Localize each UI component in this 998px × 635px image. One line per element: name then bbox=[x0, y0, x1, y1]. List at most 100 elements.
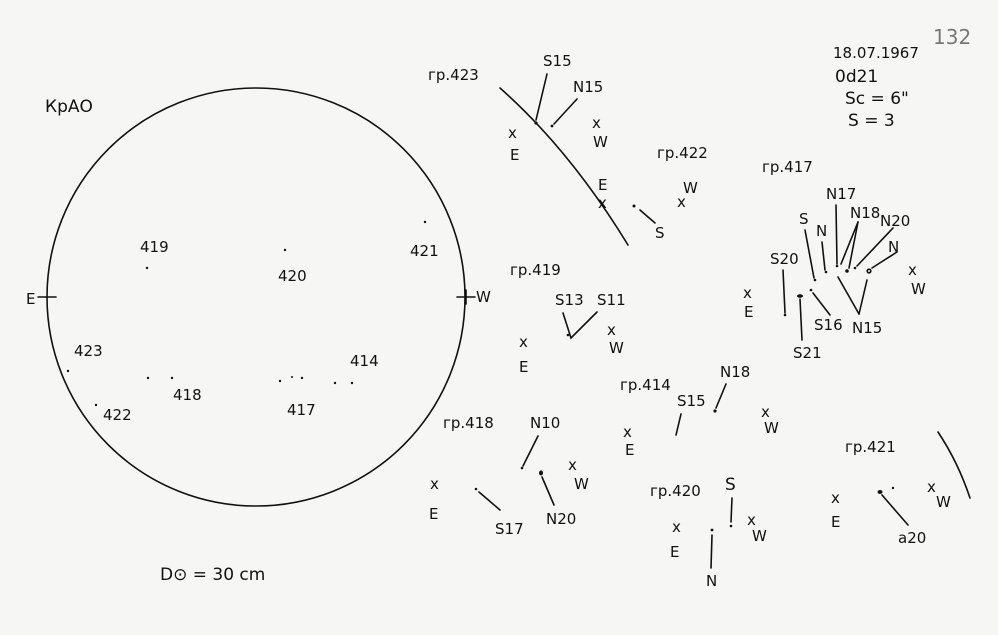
spot-label: S13 bbox=[555, 291, 584, 309]
west-label: W bbox=[609, 339, 624, 357]
group-title: гр.414 bbox=[620, 376, 671, 394]
cross-mark: x bbox=[568, 456, 577, 474]
group-419: гр.419 S13 S11 x E x W bbox=[510, 261, 626, 376]
limb-arc bbox=[499, 87, 629, 246]
pointer-line bbox=[871, 251, 898, 269]
spot-label: N15 bbox=[573, 78, 603, 96]
disk-group-414: 414 bbox=[350, 352, 379, 370]
spot-label: N15 bbox=[852, 319, 882, 337]
west-label: W bbox=[752, 527, 767, 545]
cross-mark: x bbox=[598, 194, 607, 212]
cross-mark: x bbox=[508, 124, 517, 142]
group-title: гр.421 bbox=[845, 438, 896, 456]
spot bbox=[474, 487, 478, 491]
spot bbox=[333, 381, 337, 385]
spot bbox=[835, 264, 839, 268]
disk-group-422: 422 bbox=[103, 406, 132, 424]
pointer-line bbox=[730, 497, 733, 523]
east-label: E bbox=[598, 176, 607, 194]
disk-group-417: 417 bbox=[287, 401, 316, 419]
spot bbox=[845, 269, 849, 273]
group-418: гр.418 N10 N20 S17 x E x W bbox=[429, 414, 589, 538]
spot-label: S21 bbox=[793, 344, 822, 362]
time-label: 0d21 bbox=[835, 67, 878, 87]
spot bbox=[66, 369, 70, 373]
spot bbox=[145, 266, 149, 270]
east-label: E bbox=[744, 303, 753, 321]
cross-mark: x bbox=[672, 518, 681, 536]
east-label: E bbox=[831, 513, 840, 531]
disk-group-419: 419 bbox=[140, 238, 169, 256]
group-title: гр.418 bbox=[443, 414, 494, 432]
west-label: W bbox=[574, 475, 589, 493]
group-title: гр.417 bbox=[762, 158, 813, 176]
group-420: гр.420 S N x E x W bbox=[650, 475, 767, 590]
cross-mark: x bbox=[623, 423, 632, 441]
pointer-line bbox=[881, 494, 909, 526]
pointer-line bbox=[541, 476, 555, 506]
pointer-line bbox=[812, 292, 831, 316]
spot-label: N bbox=[706, 572, 717, 590]
cross-mark: x bbox=[592, 114, 601, 132]
pointer-line bbox=[522, 435, 539, 467]
cross-mark: x bbox=[927, 478, 936, 496]
spot-label: S16 bbox=[814, 316, 843, 334]
spot bbox=[783, 313, 787, 317]
pointer-line bbox=[675, 413, 682, 436]
spot bbox=[729, 524, 733, 528]
group-title: гр.423 bbox=[428, 66, 479, 84]
cross-mark: x bbox=[761, 403, 770, 421]
pointer-line bbox=[553, 98, 578, 125]
east-label: E bbox=[670, 543, 679, 561]
spot-label: S bbox=[655, 224, 665, 242]
spot-label: N18 bbox=[850, 204, 880, 222]
disk-west-label: W bbox=[476, 288, 491, 306]
west-label: W bbox=[936, 493, 951, 511]
pointer-line bbox=[804, 229, 815, 279]
group-421: гр.421 a20 x E x W bbox=[831, 431, 971, 547]
west-label: W bbox=[593, 133, 608, 151]
spot bbox=[710, 528, 714, 532]
disk-group-labels: 419 420 421 423 422 418 417 414 bbox=[66, 220, 439, 424]
spot bbox=[539, 470, 543, 476]
spot bbox=[520, 466, 524, 470]
west-label: W bbox=[683, 179, 698, 197]
pointer-line bbox=[856, 227, 894, 267]
spot-label: S bbox=[725, 475, 736, 495]
cross-mark: x bbox=[831, 489, 840, 507]
pointer-line bbox=[562, 311, 598, 340]
spot-label: N bbox=[816, 222, 827, 240]
disk-group-420: 420 bbox=[278, 267, 307, 285]
spot bbox=[566, 333, 570, 337]
pointer-line bbox=[715, 383, 727, 409]
group-title: гр.419 bbox=[510, 261, 561, 279]
spot-label: N17 bbox=[826, 185, 856, 203]
spot-label: N10 bbox=[530, 414, 560, 432]
cross-mark: x bbox=[607, 321, 616, 339]
spot-label: N20 bbox=[546, 510, 576, 528]
cross-mark: x bbox=[747, 511, 756, 529]
cross-mark: x bbox=[677, 193, 686, 211]
spot bbox=[866, 268, 872, 274]
spot bbox=[534, 121, 538, 125]
spot bbox=[550, 124, 554, 128]
pointer-line bbox=[710, 534, 713, 569]
spot bbox=[170, 376, 174, 380]
group-423: гр.423 S15 N15 x E x W bbox=[428, 52, 629, 246]
pointer-line bbox=[840, 221, 859, 265]
disk-group-421: 421 bbox=[410, 242, 439, 260]
spot-label: S15 bbox=[677, 392, 706, 410]
spot-label: a20 bbox=[898, 529, 926, 547]
east-label: E bbox=[625, 441, 634, 459]
spot bbox=[350, 381, 354, 385]
spot bbox=[797, 294, 803, 298]
spot-label: S17 bbox=[495, 520, 524, 538]
spot bbox=[824, 270, 828, 274]
seeing-label: Sс = 6" bbox=[845, 89, 909, 109]
pointer-line bbox=[782, 269, 786, 314]
pointer-line bbox=[821, 241, 826, 271]
group-title: гр.422 bbox=[657, 144, 708, 162]
spot bbox=[632, 204, 636, 208]
